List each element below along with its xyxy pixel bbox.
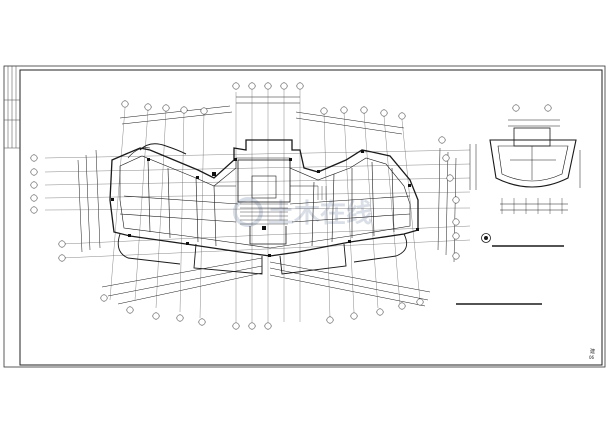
main-floor-plan	[30, 82, 471, 330]
watermark: 土木在线	[233, 197, 372, 229]
top-dimension-lines	[119, 96, 405, 135]
inner-frame	[19, 69, 603, 366]
detail-walls	[489, 127, 577, 188]
stair-treads	[240, 186, 327, 225]
section-symbol-circle	[481, 233, 491, 243]
outer-border	[3, 65, 606, 368]
section-symbol	[481, 233, 564, 247]
detail-ticks	[501, 198, 563, 214]
sheet-index: 06	[589, 355, 595, 360]
detail-dimension-lines	[469, 119, 581, 211]
right-dimension-lines	[437, 147, 457, 263]
left-dimension-lines	[77, 149, 101, 253]
axis-grid	[44, 90, 471, 322]
watermark-text: 土木在线	[268, 199, 372, 229]
structural-columns	[111, 150, 419, 257]
title-block: 建 06	[589, 348, 595, 360]
sheet-number: 建	[590, 348, 595, 355]
balconies	[117, 233, 408, 275]
binding-strip	[4, 66, 20, 149]
axis-bubbles	[30, 82, 460, 330]
detail-plan	[469, 104, 581, 214]
bottom-dimension-lines	[101, 257, 431, 307]
detail-axis-bubbles	[512, 104, 552, 112]
interior-partitions	[119, 159, 411, 247]
